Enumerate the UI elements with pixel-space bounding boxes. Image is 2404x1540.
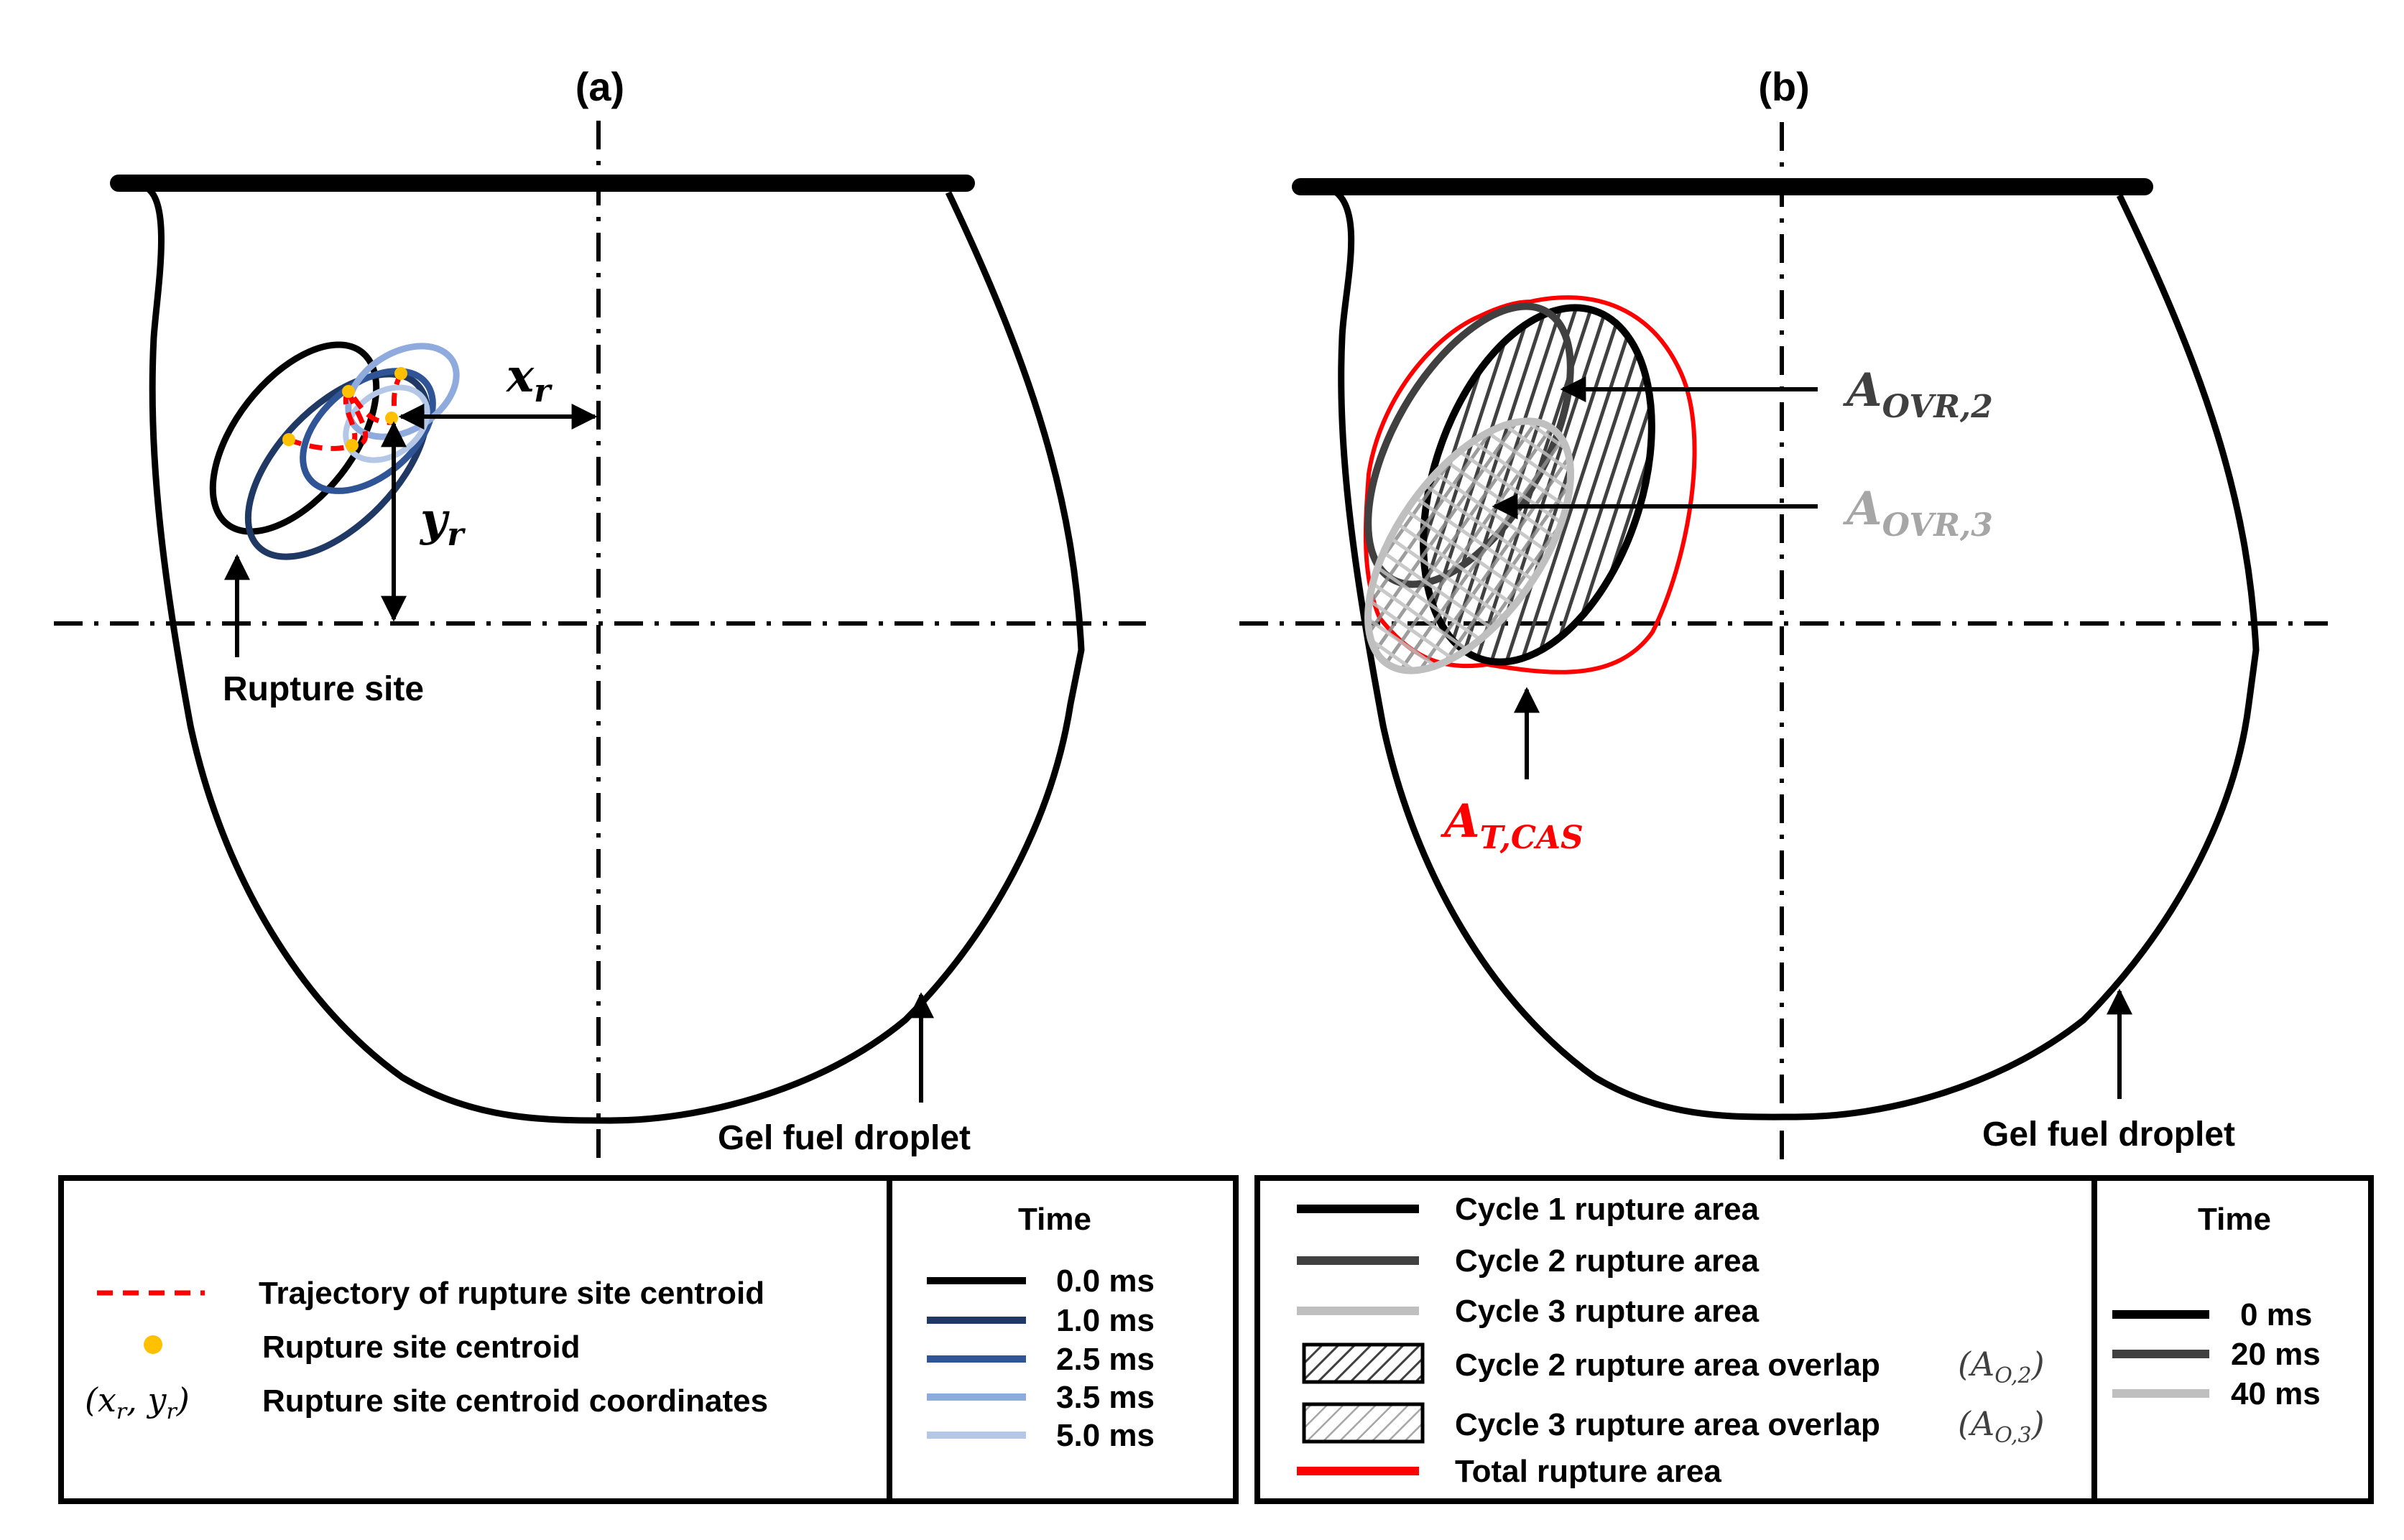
legend-total-label: Total rupture area	[1455, 1454, 1721, 1489]
rupture-ellipse-0ms	[209, 341, 380, 535]
legend-trajectory-label: Trajectory of rupture site centroid	[259, 1276, 764, 1311]
legend-b-time-label: 0 ms	[2240, 1297, 2312, 1332]
panel-b-droplet-outline	[1333, 190, 2260, 1121]
legend-cycle3-overlap-swatch	[1302, 1402, 1425, 1444]
centroid-point	[342, 385, 355, 398]
panel-b: (b) AOVR,2 AOVR,3 AT,CAS Gel fuel drople…	[1239, 64, 2328, 1167]
legend-b-time-label: 20 ms	[2231, 1337, 2321, 1372]
legend-cycle2-label: Cycle 2 rupture area	[1455, 1243, 1760, 1279]
legend-ao3-symbol: (AO,3)	[1958, 1404, 2045, 1448]
legend-cycle3-overlap-label: Cycle 3 rupture area overlap	[1455, 1407, 1880, 1442]
rupture-ellipse-1ms	[244, 371, 431, 560]
xr-label: xr	[505, 349, 553, 409]
legend-a-time-title: Time	[1018, 1202, 1091, 1237]
legend-coord-label: Rupture site centroid coordinates	[262, 1383, 768, 1419]
legend-a: Trajectory of rupture site centroid Rupt…	[58, 1175, 1239, 1504]
legend-cycle2-overlap-label: Cycle 2 rupture area overlap	[1455, 1348, 1880, 1383]
centroid-point	[282, 433, 295, 446]
legend-time-label: 3.5 ms	[1056, 1380, 1155, 1415]
legend-cycle2-overlap-swatch	[1302, 1342, 1425, 1384]
legend-time-label: 5.0 ms	[1056, 1418, 1155, 1453]
panel-a-label: (a)	[575, 64, 624, 109]
legend-time-label: 1.0 ms	[1056, 1303, 1155, 1338]
legend-cycle1-label: Cycle 1 rupture area	[1455, 1192, 1760, 1227]
a-ovr3-label: AOVR,3	[1843, 482, 1993, 544]
legend-b-time-title: Time	[2198, 1202, 2271, 1237]
panel-a-rupture-ellipses	[209, 341, 460, 560]
panel-b-rupture-areas	[1363, 295, 1697, 674]
legend-a-box	[58, 1175, 1239, 1504]
legend-cycle3-label: Cycle 3 rupture area	[1455, 1294, 1760, 1329]
yr-label: yr	[419, 493, 466, 553]
legend-time-label: 2.5 ms	[1056, 1342, 1155, 1377]
legend-time-label: 0.0 ms	[1056, 1263, 1155, 1299]
legend-b-box	[1254, 1175, 2374, 1504]
panel-b-label: (b)	[1758, 64, 1810, 109]
legend-centroid-swatch	[144, 1335, 162, 1354]
droplet-label-a: Gel fuel droplet	[718, 1119, 971, 1157]
legend-ao2-symbol: (AO,2)	[1958, 1345, 2045, 1388]
legend-centroid-label: Rupture site centroid	[262, 1330, 581, 1365]
legend-b: Cycle 1 rupture area Cycle 2 rupture are…	[1254, 1175, 2374, 1504]
rupture-site-label: Rupture site	[223, 670, 424, 708]
centroid-point	[394, 367, 407, 380]
droplet-label-b: Gel fuel droplet	[1982, 1115, 2235, 1154]
a-tcas-label: AT,CAS	[1441, 794, 1584, 856]
legend-coord-symbol: (xr, yr)	[85, 1381, 190, 1424]
panel-a-droplet-outline	[145, 185, 1085, 1124]
cycle3-rupture-ellipse	[1364, 417, 1574, 674]
centroid-point	[346, 439, 359, 452]
panel-a: (a) xr yr	[54, 64, 1146, 1167]
centroid-points	[282, 367, 407, 452]
a-ovr2-label: AOVR,2	[1843, 363, 1993, 425]
total-rupture-area-outline	[1363, 295, 1697, 674]
legend-b-time-label: 40 ms	[2231, 1376, 2321, 1411]
centroid-point	[385, 412, 398, 425]
